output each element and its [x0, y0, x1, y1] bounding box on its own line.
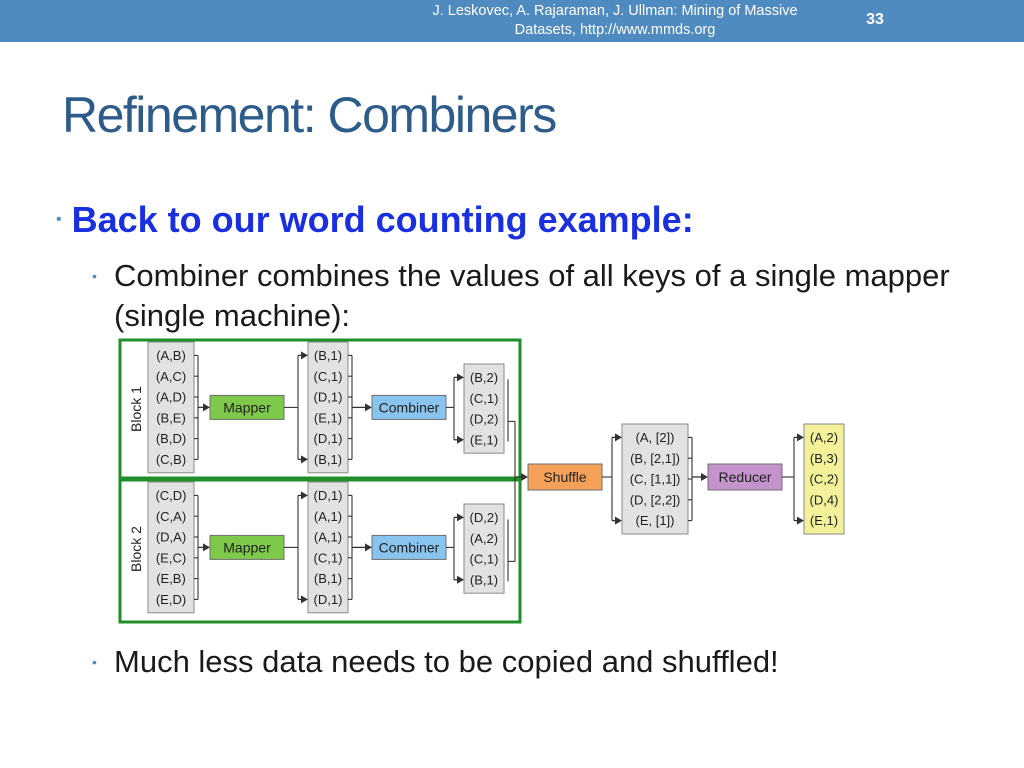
- block-1-combiner-label: Combiner: [379, 399, 440, 415]
- block-2-combiner-output-item: (B,1): [470, 572, 498, 587]
- block-2-input-item: (D,A): [156, 530, 186, 545]
- reducer-label: Reducer: [719, 469, 772, 485]
- slide-number: 33: [866, 11, 884, 28]
- credit-line-1: J. Leskovec, A. Rajaraman, J. Ullman: Mi…: [432, 3, 798, 19]
- block-1-combiner-bracket-arrow-bottom-head: [457, 435, 464, 444]
- block-1-combiner-output-item: (E,1): [470, 432, 498, 447]
- block-2-mapper-output: [307, 481, 349, 614]
- reducer-output-item: (C,2): [810, 472, 839, 487]
- shuffle-output-item: (A, [2]): [635, 430, 674, 445]
- bullet-dot: •: [56, 211, 62, 228]
- block-1-mapper-output-item: (C,1): [314, 369, 343, 384]
- shuffle-input-arrow-head: [521, 473, 528, 481]
- block-1-input-item: (B,E): [156, 410, 186, 425]
- shuffle-output: [621, 423, 689, 535]
- block-2-mapper-output-item: (A,1): [314, 509, 342, 524]
- block-2-combiner-output: [463, 503, 505, 594]
- mapreduce-diagram: Block 1 (A,B) (A,C) (A,D) (B,E) (B,D) (C,B) Map…: [110, 334, 870, 639]
- block-1-mapper-output-item: (B,1): [314, 452, 342, 467]
- reducer-output-item: (B,3): [810, 451, 838, 466]
- shuffle-bracket-arrow-top-head: [615, 433, 622, 442]
- block-2-combiner-bracket-arrow-top-head: [457, 513, 464, 522]
- block-2-mapper: [209, 534, 285, 560]
- credit-text: J. Leskovec, A. Rajaraman, J. Ullman: Mi…: [395, 2, 835, 40]
- block-2-input-item: (E,B): [156, 571, 186, 586]
- block-1-combiner-output-item: (D,2): [470, 412, 499, 427]
- block-2-combiner-bracket-arrow-bottom-head: [457, 575, 464, 584]
- shuffle-output-item: (E, [1]): [635, 513, 674, 528]
- reducer-bracket-arrow-bottom-head: [797, 516, 804, 525]
- block-2-input-brace-arrow-head: [203, 543, 210, 552]
- shuffle: [527, 463, 603, 491]
- block-1-mapper-bracket-arrow-bottom-head: [301, 455, 308, 464]
- bullet-sub-1-text: Combiner combines the values of all keys…: [114, 258, 950, 333]
- block-2-input-item: (E,C): [156, 550, 186, 565]
- block-2-mapper-output-item: (D,1): [314, 592, 343, 607]
- block-2-mapper-bracket-arrow-top-head: [301, 491, 308, 500]
- block-1-mapper-output-item: (B,1): [314, 348, 342, 363]
- bullet-sub-1: • Combiner combines the values of all ke…: [92, 256, 952, 336]
- block-2-mapper-label: Mapper: [223, 539, 271, 555]
- block-1-mapper-label: Mapper: [223, 399, 271, 415]
- bullet-dot: •: [92, 654, 97, 670]
- block-1-input-brace-arrow-head: [203, 403, 210, 412]
- block-1-input-item: (A,B): [156, 348, 186, 363]
- block-1-combiner-output-item: (C,1): [470, 391, 499, 406]
- block-2-frame: [118, 478, 522, 624]
- reducer-output-item: (D,4): [810, 492, 839, 507]
- shuffle-output-item: (C, [1,1]): [630, 472, 681, 487]
- reducer-bracket-arrow-top-head: [797, 433, 804, 442]
- block-1-label: Block 1: [128, 386, 144, 432]
- reducer-output: [803, 423, 845, 535]
- block-2-mapper-output-item: (B,1): [314, 571, 342, 586]
- slide-title: Refinement: Combiners: [62, 87, 557, 143]
- block-1-input-item: (C,B): [156, 452, 186, 467]
- shuffle-brace-arrow-head: [701, 473, 708, 481]
- block-1-input-item: (B,D): [156, 431, 186, 446]
- block-1-input-item: (A,D): [156, 390, 186, 405]
- shuffle-output-item: (B, [2,1]): [630, 451, 680, 466]
- block-1-mapper-output-item: (D,1): [314, 431, 343, 446]
- shuffle-label: Shuffle: [543, 469, 587, 485]
- block-1-mapper-bracket-arrow-top-head: [301, 351, 308, 360]
- bullet-sub-2: • Much less data needs to be copied and …: [92, 642, 952, 682]
- bullet-dot: •: [92, 268, 97, 284]
- block-2-mapper-brace-arrow-head: [365, 543, 372, 552]
- bullet-sub-2-text: Much less data needs to be copied and sh…: [114, 644, 779, 679]
- block-2-mapper-output-item: (C,1): [314, 550, 343, 565]
- block-1-mapper-brace-arrow-head: [365, 403, 372, 412]
- credit-line-2: Datasets, http://www.mmds.org: [514, 22, 716, 38]
- block-2-input: [147, 481, 195, 614]
- block-2-mapper-output-item: (D,1): [314, 488, 343, 503]
- block-2-combiner: [371, 534, 447, 560]
- block-2-input-item: (E,D): [156, 592, 186, 607]
- header-bar: J. Leskovec, A. Rajaraman, J. Ullman: Mi…: [0, 0, 1024, 42]
- block-1-frame: [118, 338, 522, 480]
- block-2-input-item: (C,D): [155, 488, 186, 503]
- block-1-combiner-bracket-arrow-top-head: [457, 373, 464, 382]
- block-2-combiner-output-item: (A,2): [470, 531, 498, 546]
- block-1-mapper-output-item: (E,1): [314, 410, 342, 425]
- reducer-output-item: (E,1): [810, 513, 838, 528]
- bullet-main-text: Back to our word counting example:: [71, 199, 694, 240]
- block-1-mapper: [209, 394, 285, 420]
- block-2-combiner-output-item: (D,2): [470, 510, 499, 525]
- block-2-combiner-label: Combiner: [379, 539, 440, 555]
- block-1-combiner-output: [463, 363, 505, 454]
- reducer-output-item: (A,2): [810, 430, 838, 445]
- block-1-input: [147, 341, 195, 474]
- block-2-mapper-bracket-arrow-bottom-head: [301, 595, 308, 604]
- block-1-input-item: (A,C): [156, 369, 186, 384]
- block-2-combiner-output-item: (C,1): [470, 552, 499, 567]
- shuffle-output-item: (D, [2,2]): [630, 492, 681, 507]
- shuffle-bracket-arrow-bottom-head: [615, 516, 622, 525]
- block-2-label: Block 2: [128, 526, 144, 572]
- block-2-input-item: (C,A): [156, 509, 186, 524]
- diagram-canvas: Block 1 (A,B) (A,C) (A,D) (B,E) (B,D) (C,B) Map…: [118, 338, 845, 624]
- block-1-combiner-output-item: (B,2): [470, 370, 498, 385]
- block-1-mapper-output: [307, 341, 349, 474]
- bullet-main: • Back to our word counting example:: [56, 199, 694, 241]
- block-1-mapper-output-item: (D,1): [314, 390, 343, 405]
- block-2-mapper-output-item: (A,1): [314, 530, 342, 545]
